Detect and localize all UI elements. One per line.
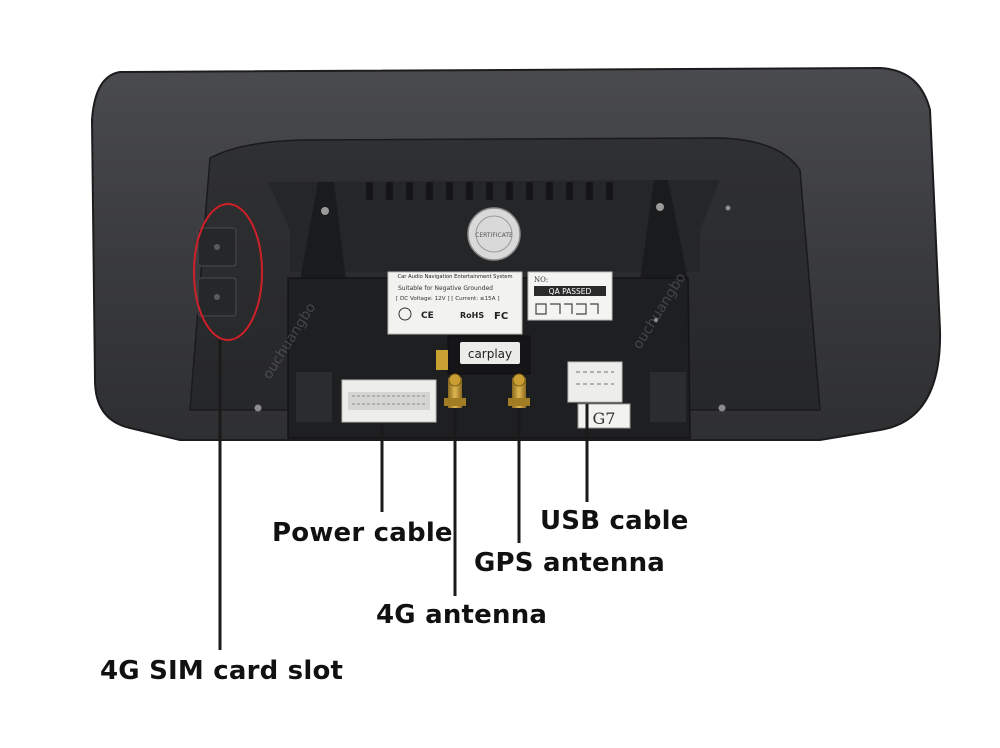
- callout-power-cable: Power cable: [272, 518, 453, 548]
- mounting-bracket-left: [300, 182, 346, 280]
- sim-highlight-circle: [193, 203, 263, 341]
- carplay-connector: carplay: [436, 335, 531, 375]
- pointer-lines: [218, 340, 589, 650]
- qa-number-prefix: NO:: [534, 276, 548, 284]
- callout-usb-cable: USB cable: [540, 506, 689, 536]
- gps-antenna-connector: [508, 373, 530, 408]
- spec-label-line2: [ DC Voltage: 12V ] [ Current: ≤15A ]: [396, 296, 500, 302]
- callout-4g-antenna: 4G antenna: [376, 600, 548, 630]
- fc-mark: FC: [494, 311, 508, 322]
- rohs-mark: RoHS: [460, 311, 484, 320]
- spec-label-line1: Suitable for Negative Grounded: [398, 285, 493, 292]
- vent-slots: [366, 182, 613, 200]
- carplay-tag: carplay: [468, 347, 512, 361]
- callout-gps-antenna: GPS antenna: [474, 548, 666, 578]
- usb-connector: G7: [567, 361, 631, 429]
- spec-label: Car Audio Navigation Entertainment Syste…: [387, 271, 523, 335]
- mounting-bracket-right: [640, 180, 688, 280]
- qa-sticker: NO: QA PASSED: [527, 271, 613, 321]
- spec-label-title: Car Audio Navigation Entertainment Syste…: [397, 274, 512, 280]
- qa-status: QA PASSED: [549, 287, 592, 296]
- 4g-antenna-connector: [444, 373, 466, 408]
- sim-card-slot: [197, 227, 237, 317]
- callout-4g-sim-slot: 4G SIM card slot: [100, 656, 344, 686]
- ce-mark: CE: [421, 311, 434, 321]
- seal-text: CERTIFICATE: [475, 232, 513, 239]
- power-connector: [341, 379, 437, 423]
- usb-tag: G7: [593, 409, 616, 428]
- certificate-seal: CERTIFICATE: [467, 207, 521, 261]
